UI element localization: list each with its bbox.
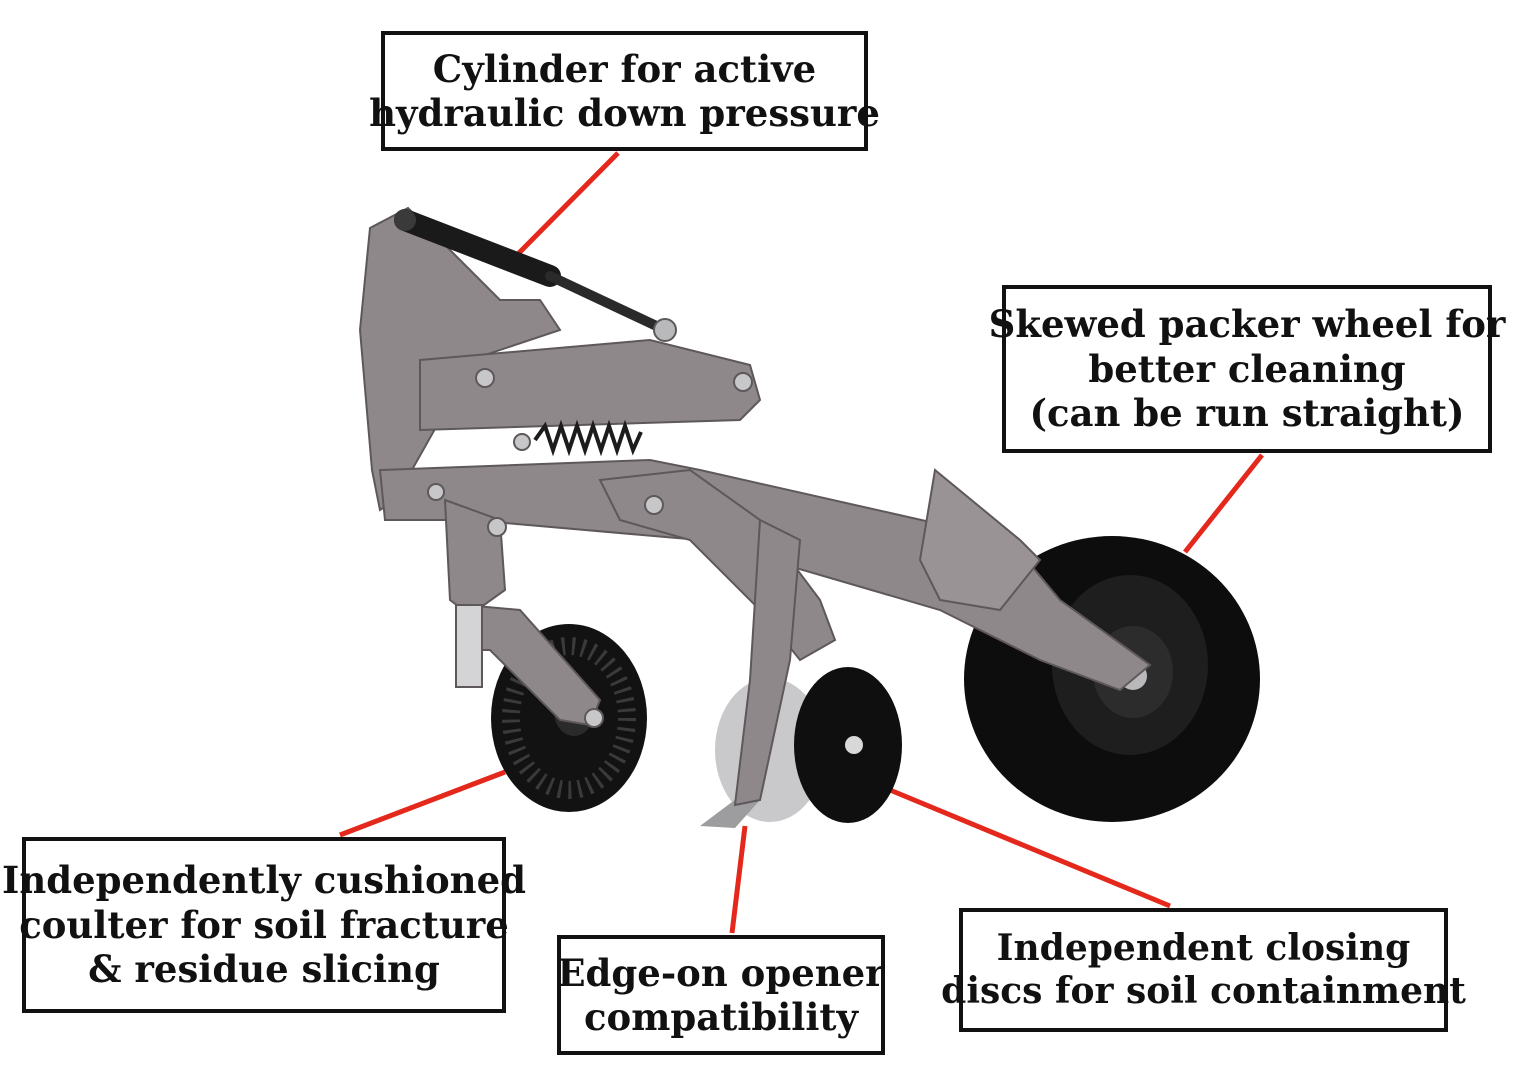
callout-cylinder: Cylinder for active hydraulic down press…	[369, 31, 880, 151]
leader-lines	[339, 151, 1264, 934]
leader-line-opener	[729, 825, 748, 934]
callout-coulter-line-3: & residue slicing	[88, 947, 440, 992]
callout-opener: Edge-on opener compatibility	[557, 935, 885, 1055]
callout-coulter-line-1: Independently cushioned	[2, 858, 526, 903]
callout-opener-line-1: Edge-on opener	[557, 950, 885, 995]
callout-packer-line-1: Skewed packer wheel for	[988, 302, 1506, 347]
callout-coulter: Independently cushioned coulter for soil…	[2, 837, 526, 1013]
callout-coulter-line-2: coulter for soil fracture	[19, 902, 509, 947]
leader-line-closing	[889, 787, 1171, 909]
callout-closing-line-1: Independent closing	[996, 926, 1411, 969]
callout-cylinder-line-1: Cylinder for active	[432, 46, 817, 91]
callout-opener-line-2: compatibility	[584, 995, 858, 1039]
bolts	[427, 368, 753, 728]
spring	[533, 419, 643, 457]
callout-closing-line-2: discs for soil containment	[941, 970, 1466, 1012]
leader-line-packer	[1183, 453, 1264, 554]
callout-packer-line-3: (can be run straight)	[1029, 391, 1465, 436]
main-frame	[358, 206, 1152, 807]
callout-cylinder-line-2: hydraulic down pressure	[369, 91, 880, 135]
closing-disc	[794, 667, 902, 823]
hydraulic-cylinder	[394, 209, 677, 342]
callout-closing-discs: Independent closing discs for soil conta…	[941, 908, 1466, 1032]
callout-packer-line-2: better cleaning	[1088, 346, 1406, 391]
leader-line-coulter	[339, 769, 506, 838]
callout-packer-wheel: Skewed packer wheel for better cleaning …	[989, 285, 1505, 453]
leader-line-cylinder	[508, 151, 620, 264]
